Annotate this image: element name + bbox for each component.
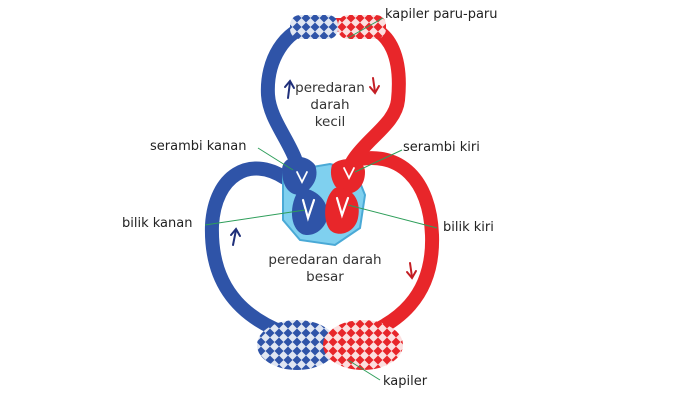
- label-right-ventricle: bilik kanan: [122, 216, 193, 231]
- systemic-capillary-network: [257, 320, 403, 370]
- flow-arrow-systemic-up: [230, 227, 241, 246]
- right-inflow-mark: [296, 171, 308, 185]
- pulmonary-line-2: darah: [310, 97, 350, 113]
- leader-right-atrium: [257, 147, 294, 171]
- leader-left-atrium: [354, 149, 403, 173]
- flow-arrow-pulmonary-up: [284, 79, 295, 99]
- left-inflow-mark: [343, 167, 355, 181]
- label-right-atrium: serambi kanan: [150, 139, 247, 154]
- label-pulmonary-circulation: peredaran darah kecil: [285, 80, 375, 131]
- leader-pulmonary-capillary: [347, 17, 384, 39]
- pulmonary-line-1: peredaran: [295, 80, 365, 96]
- right-valve-mark: [301, 198, 316, 222]
- systemic-line-2: besar: [306, 269, 344, 285]
- systemic-line-1: peredaran darah: [268, 252, 382, 268]
- label-left-ventricle: bilik kiri: [443, 220, 494, 235]
- label-systemic-circulation: peredaran darah besar: [255, 252, 395, 286]
- pulmonary-capillary-network: [290, 15, 386, 39]
- left-ventricle-shape: [325, 187, 359, 234]
- leader-right-ventricle: [204, 209, 306, 226]
- label-pulmonary-capillary: kapiler paru-paru: [385, 7, 498, 22]
- label-left-atrium: serambi kiri: [403, 140, 480, 155]
- flow-arrow-pulmonary-down: [369, 77, 380, 95]
- leader-left-ventricle: [347, 204, 438, 229]
- leader-systemic-capillary: [347, 359, 381, 381]
- flow-arrow-systemic-down: [406, 262, 417, 280]
- leader-lines: [204, 17, 438, 381]
- systemic-vein: [204, 161, 337, 352]
- label-systemic-capillary: kapiler: [383, 374, 428, 389]
- pulmonary-line-3: kecil: [314, 114, 346, 130]
- heart: [282, 156, 367, 247]
- left-valve-mark: [335, 196, 350, 219]
